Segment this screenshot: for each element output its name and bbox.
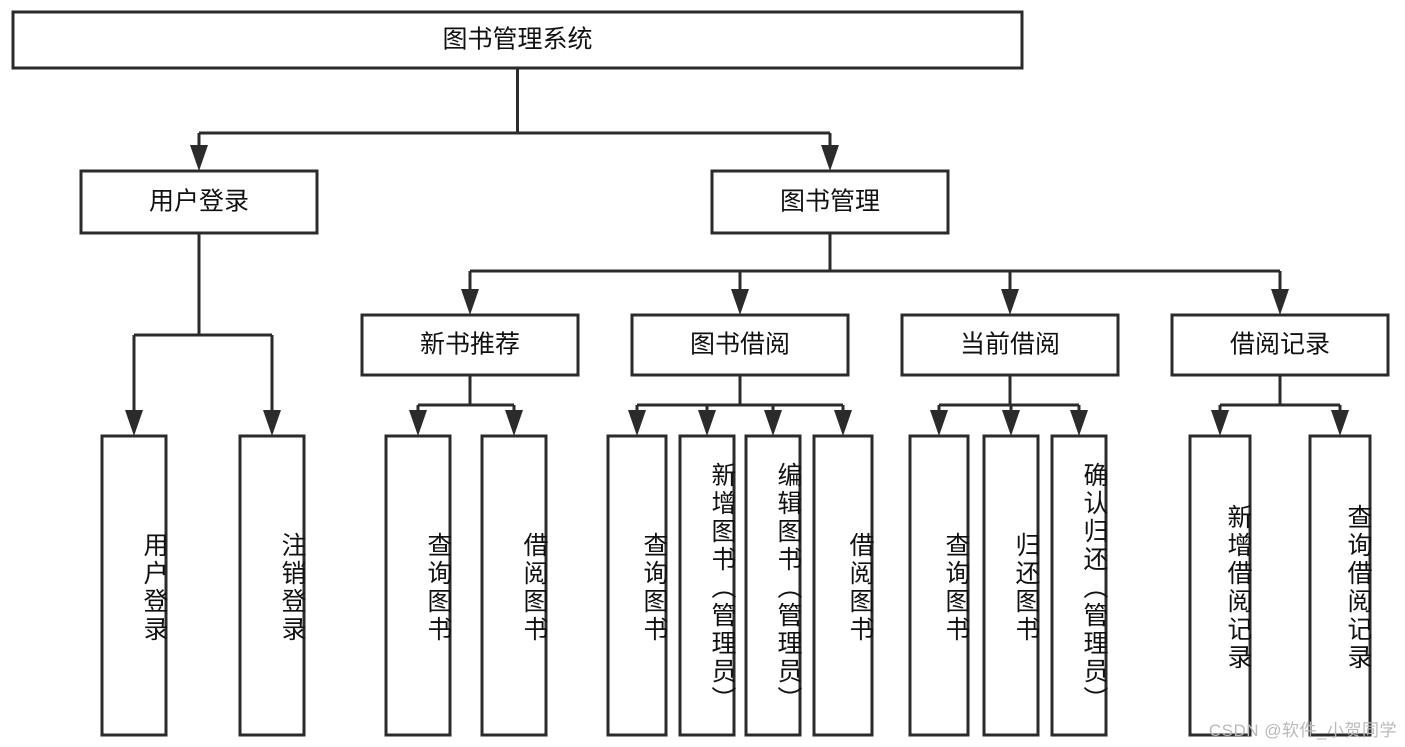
leaf-box-leaf-query-book-2 [606,434,668,737]
level3-box-borrow-record [1170,313,1390,377]
arrow-down-icon-leaf-borrow-book-2 [834,410,852,436]
arrow-down-icon-leaf-borrow-book-1 [505,410,523,436]
edges-layer [125,68,1349,436]
level3-box-new-book-rec [360,313,580,377]
leaf-box-leaf-add-record [1188,434,1252,737]
arrow-down-icon-leaf-add-book [698,410,716,436]
root-label: 图书管理系统 [442,26,592,54]
arrow-down-icon-leaf-query-book-3 [930,410,948,436]
leaf-box-leaf-borrow-book-2 [812,434,874,737]
level3-label: 当前借阅 [960,331,1060,359]
leaf-box-leaf-add-book [678,434,736,737]
leaf-box-leaf-query-record [1308,434,1372,737]
boxes-layer [11,10,1390,737]
level3-box-book-borrow [630,313,850,377]
arrow-down-icon-leaf-query-record [1331,410,1349,436]
level2-box-book-manage [710,169,950,235]
arrow-down-icon-leaf-edit-book [764,410,782,436]
level2-label: 图书管理 [780,188,880,216]
csdn-watermark: CSDN @软件_小贺同学 [1208,721,1397,740]
root-box-root [11,10,1024,70]
level3-box-current-borrow [900,313,1120,377]
leaf-box-leaf-confirm-return [1050,434,1108,737]
arrow-down-icon-leaf-user-login [125,410,143,436]
leaf-box-leaf-query-book-3 [908,434,970,737]
arrow-down-icon-book-manage [821,145,839,171]
arrow-down-icon-leaf-confirm-return [1070,410,1088,436]
leaf-box-leaf-edit-book [744,434,802,737]
arrow-down-icon-new-book-rec [461,289,479,315]
leaf-box-leaf-query-book-1 [384,434,452,737]
arrow-down-icon-current-borrow [1001,289,1019,315]
arrow-down-icon-leaf-return-book [1002,410,1020,436]
leaf-box-leaf-user-login [100,434,168,737]
arrow-down-icon-leaf-query-book-2 [628,410,646,436]
arrow-down-icon-leaf-add-record [1211,410,1229,436]
arrow-down-icon-user-login [190,145,208,171]
level3-label: 借阅记录 [1230,331,1330,359]
leaf-box-leaf-return-book [982,434,1040,737]
arrow-down-icon-leaf-logout [263,410,281,436]
leaf-box-leaf-logout [238,434,306,737]
level3-label: 图书借阅 [690,331,790,359]
level3-label: 新书推荐 [420,331,520,359]
level2-box-user-login [79,169,319,235]
arrow-down-icon-leaf-query-book-1 [409,410,427,436]
leaf-box-leaf-borrow-book-1 [480,434,548,737]
arrow-down-icon-book-borrow [731,289,749,315]
arrow-down-icon-borrow-record [1271,289,1289,315]
level2-label: 用户登录 [149,188,249,216]
